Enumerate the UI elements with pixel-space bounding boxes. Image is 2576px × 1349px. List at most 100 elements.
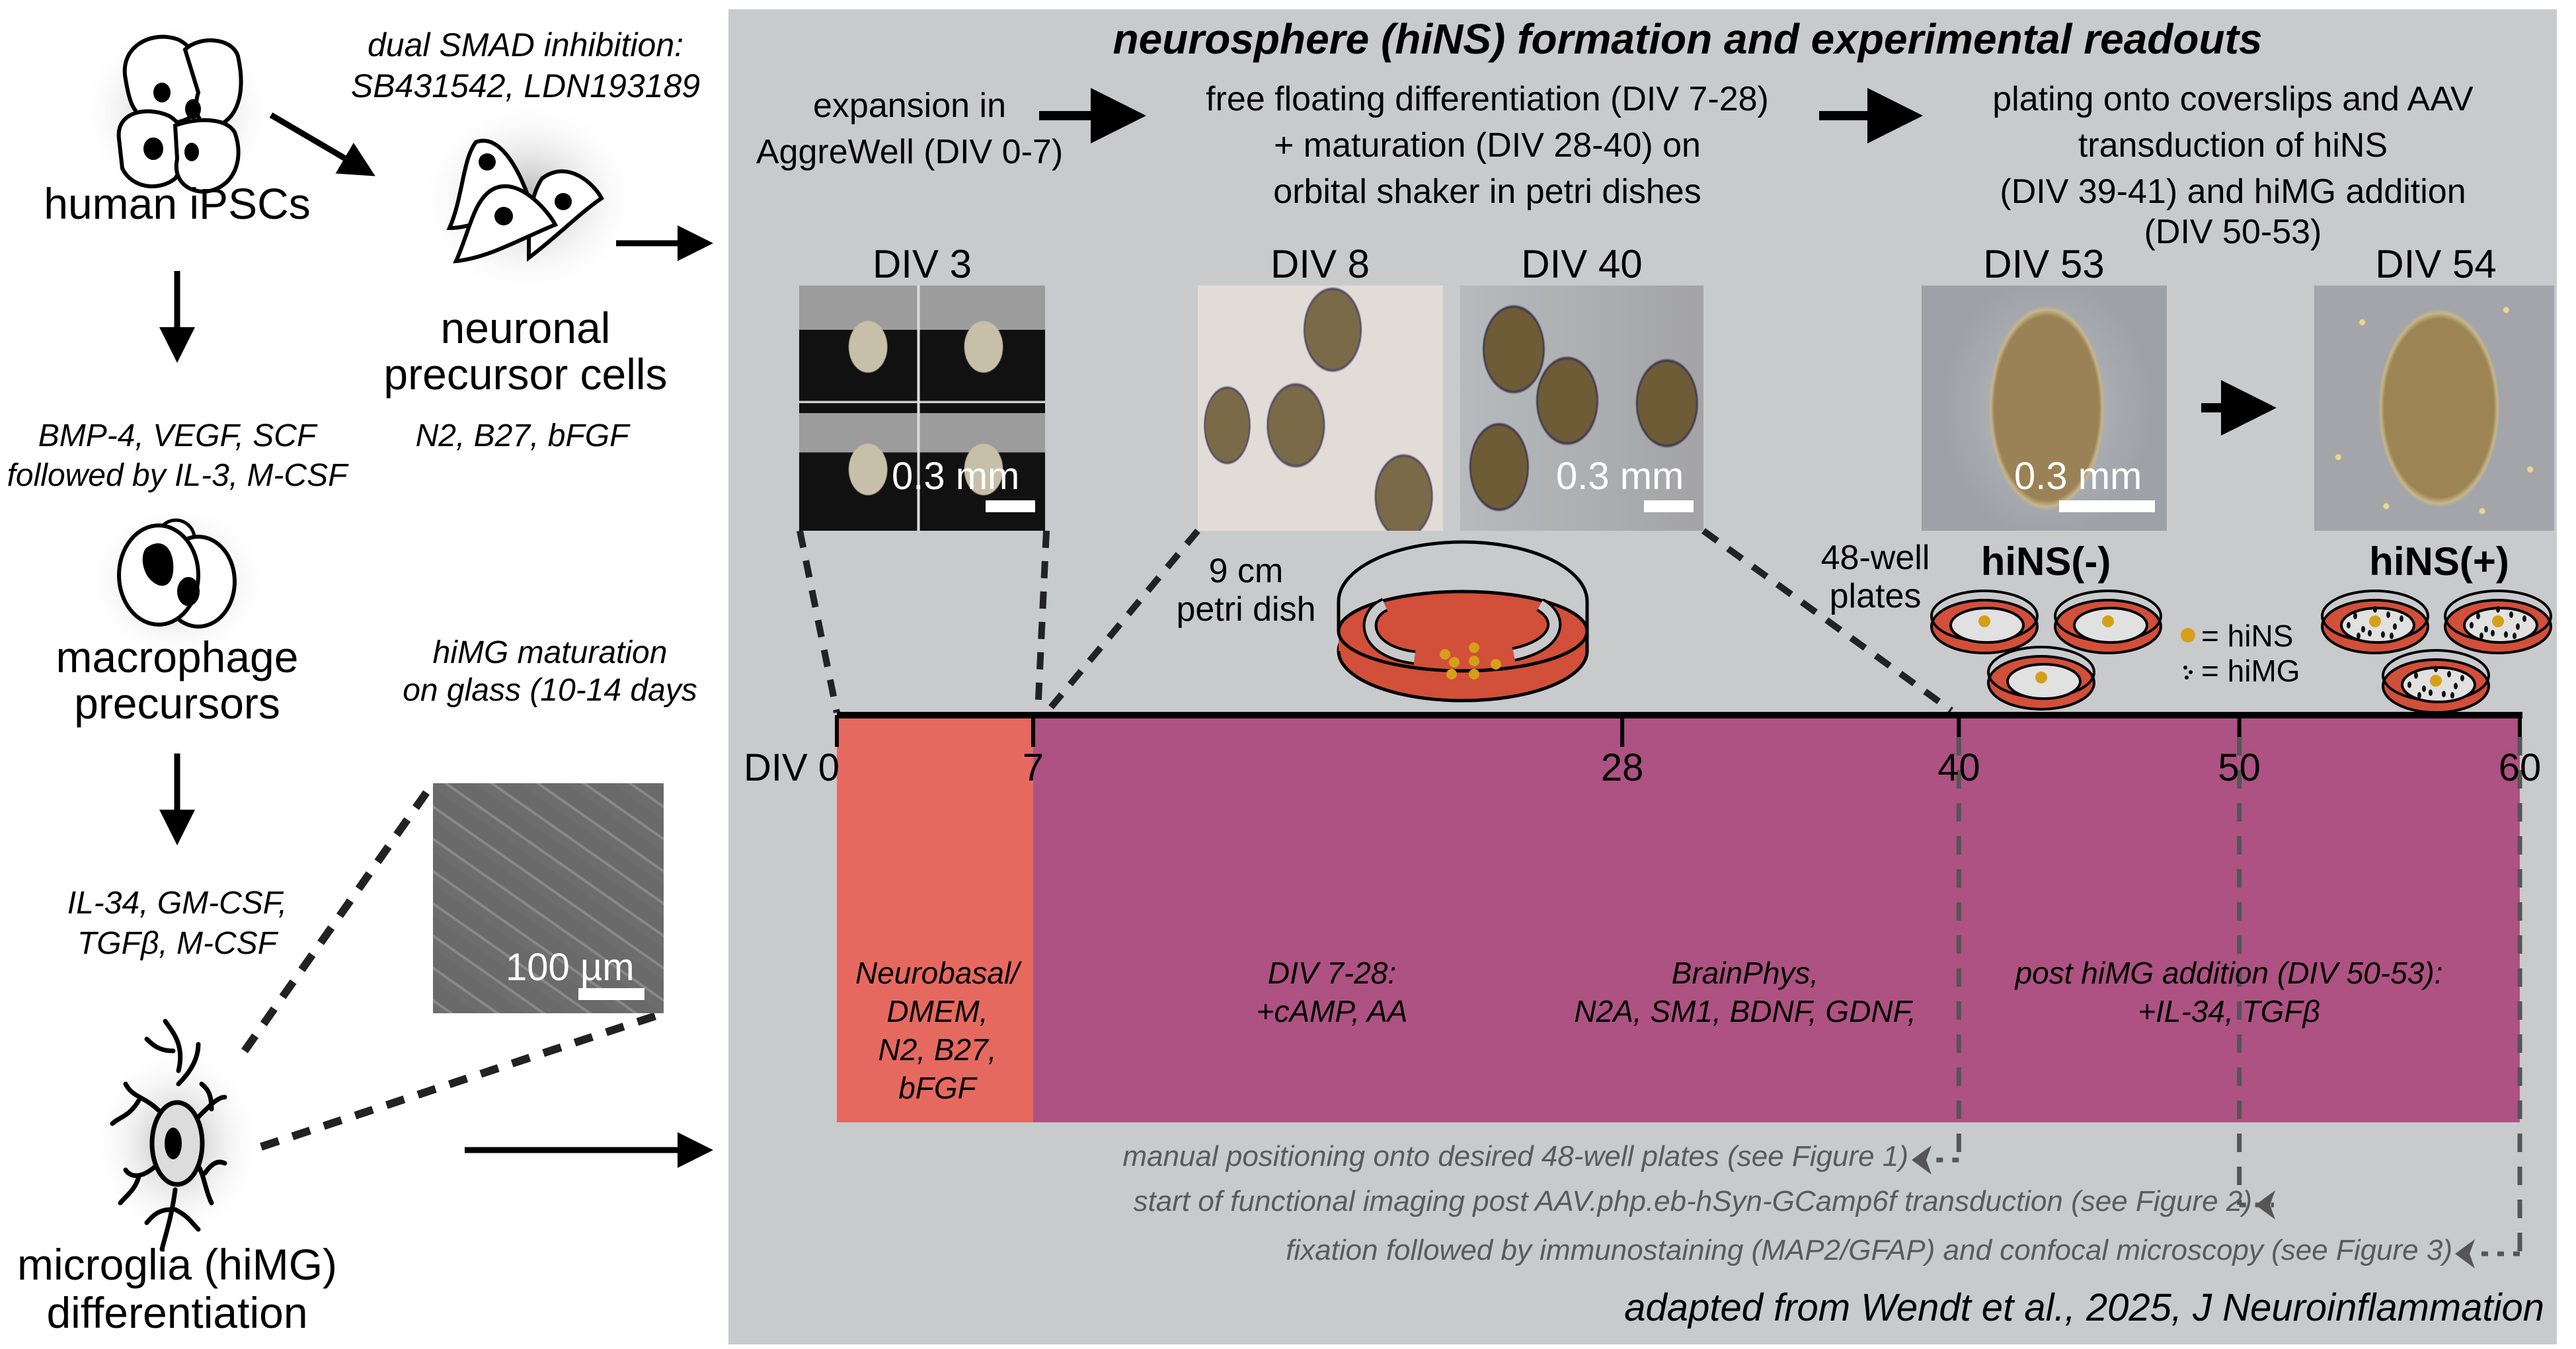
well-hins-plus-2-himg-cell-2: [2484, 626, 2488, 633]
photo-label-div40: DIV 40: [1521, 242, 1643, 286]
well-hins-plus-2-himg-cell-10: [2479, 633, 2483, 639]
phase1-media-line3: N2, B27,: [878, 1032, 997, 1067]
photo-div53-scale-bar: [2059, 500, 2155, 512]
photo-div53-plated-hins: 0.3 mm: [1922, 286, 2167, 531]
well-hins-plus-3-himg-cell-11: [2450, 692, 2454, 699]
photo-div3-scale-label: 0.3 mm: [892, 455, 1020, 498]
credit-citation: adapted from Wendt et al., 2025, J Neuro…: [1624, 1286, 2544, 1329]
zoom-line-himg-top: [241, 781, 436, 1054]
well-hins-plus-3-himg-cell-1: [2414, 672, 2418, 679]
step-differentiation-line1: free floating differentiation (DIV 7-28): [1206, 80, 1769, 118]
photo-div40-scale-bar: [1644, 500, 1694, 512]
zoom-line-himg-bottom: [260, 1009, 665, 1151]
well-hins-plus-3-hins-dot: [2430, 675, 2442, 687]
well-plate-label-line1: 48-well: [1820, 539, 1930, 577]
panel-title: neurosphere (hiNS) formation and experim…: [1112, 15, 2263, 63]
himg-maturation-line2: on glass (10-14 days: [403, 673, 697, 708]
photo-label-div3: DIV 3: [872, 242, 972, 286]
well-hins-plus-1-himg-cell-6: [2381, 631, 2385, 638]
microglia-factors-line2: TGFβ, M-CSF: [77, 926, 278, 961]
himg-scale-bar: [578, 988, 644, 1000]
well-hins-plus-3-himg-cell-10: [2417, 692, 2421, 699]
note-div7-28-line1: DIV 7-28:: [1267, 956, 1397, 990]
note-post-himg: post hiMG addition (DIV 50-53): +IL-34, …: [2015, 954, 2443, 1030]
photo-div3-aggrewell: 0.3 mm: [799, 286, 1045, 531]
timeline-tick-label-7: 7: [1022, 746, 1044, 789]
microglia-label-line2: differentiation: [46, 1288, 308, 1337]
photo-div40-spheroids: 0.3 mm: [1460, 286, 1703, 531]
well-hins-plus-1-himg-cell-7: [2347, 622, 2351, 629]
well-hins-plus-2-himg-cell-9: [2496, 606, 2500, 613]
macrophage-label-line2: precursors: [74, 679, 280, 728]
well-hins-plus-2-himg-cell-5: [2491, 630, 2495, 636]
step-plating-line3: (DIV 39-41) and hiMG addition: [2000, 173, 2466, 211]
well-plate-label-line2: plates: [1829, 577, 1922, 615]
legend-hins-dot: [2181, 628, 2195, 642]
well-hins-plus-3-himg-cell-6: [2442, 691, 2446, 697]
legend-himg-label: = hiMG: [2201, 654, 2300, 688]
well-hins-minus-3-hins-dot: [2035, 672, 2047, 683]
timeline-tick-label-28: 28: [1600, 746, 1644, 789]
phase1-media-line2: DMEM,: [886, 994, 988, 1028]
npc-factors: N2, B27, bFGF: [415, 418, 629, 453]
well-hins-plus-3-himg-cell-3: [2447, 671, 2451, 677]
well-hins-plus-3-himg-cell-9: [2434, 666, 2438, 672]
photo-label-div8: DIV 8: [1270, 242, 1370, 286]
step-expansion-line2: AggreWell (DIV 0-7): [756, 133, 1064, 171]
step-differentiation: free floating differentiation (DIV 7-28)…: [1206, 76, 1769, 215]
photo-label-div54: DIV 54: [2375, 242, 2497, 286]
well-hins-plus-1-himg-cell-2: [2361, 626, 2365, 633]
step-plating-line2: transduction of hiNS: [2078, 126, 2388, 165]
phase1-media-label: Neurobasal/ DMEM, N2, B27, bFGF: [855, 954, 1019, 1107]
well-hins-plus-1-himg-cell-4: [2393, 623, 2397, 630]
well-plate-label: 48-well plates: [1821, 539, 1930, 615]
himg-micrograph: 100 µm: [433, 783, 664, 1013]
phase1-media-line4: bFGF: [898, 1071, 976, 1105]
note-div7-28-line2: +cAMP, AA: [1256, 994, 1408, 1028]
well-hins-plus-3-himg-cell-5: [2429, 689, 2433, 696]
step-plating-line1: plating onto coverslips and AAV: [1992, 80, 2474, 118]
timeline-phase-band-1: [837, 718, 1034, 1122]
well-hins-plus-1-himg-cell-9: [2373, 606, 2377, 613]
well-hins-plus-1-himg-cell-8: [2400, 615, 2403, 622]
photo-div3-scale-bar: [986, 500, 1035, 512]
well-hins-plus-3-himg-cell-8: [2460, 675, 2464, 681]
petri-dish-label-line2: petri dish: [1176, 590, 1316, 629]
readout-figure1: manual positioning onto desired 48-well …: [1122, 1140, 1908, 1173]
step-differentiation-line2: + maturation (DIV 28-40) on: [1273, 126, 1701, 165]
petri-dish-label-line1: 9 cm: [1208, 552, 1284, 590]
microglia-label-line1: microglia (hiMG): [17, 1240, 338, 1289]
npc-label-line1: neuronal: [440, 303, 611, 352]
well-hins-plus-1-himg-cell-1: [2353, 613, 2357, 619]
note-brainphys-line2: N2A, SM1, BDNF, GDNF,: [1574, 994, 1916, 1028]
well-hins-plus-2-himg-cell-4: [2516, 623, 2520, 630]
note-brainphys: BrainPhys, N2A, SM1, BDNF, GDNF,: [1574, 954, 1916, 1030]
phase1-media-line1: Neurobasal/: [855, 956, 1020, 990]
well-hins-plus-2-himg-cell-11: [2513, 633, 2517, 639]
timeline-tick-label-60: 60: [2498, 746, 2542, 789]
well-hins-plus-3-himg-cell-4: [2454, 683, 2458, 689]
himg-scale-label: 100 µm: [506, 946, 635, 989]
step-plating-line4: (DIV 50-53): [2144, 213, 2322, 251]
photo-div53-scale-label: 0.3 mm: [2014, 455, 2142, 498]
macrophage-factors-line2: followed by IL-3, M-CSF: [7, 458, 348, 493]
timeline-tick-label-0: DIV 0: [743, 746, 839, 789]
timeline-phase-band-2: [1033, 718, 2520, 1122]
readout-arrowhead-3: [2455, 1239, 2475, 1268]
well-hins-plus-2-himg-cell-7: [2470, 622, 2474, 629]
well-plate-icons: [1930, 590, 2552, 714]
readout-arrowhead-1: [1912, 1145, 1932, 1175]
note-div7-28: DIV 7-28: +cAMP, AA: [1257, 954, 1408, 1030]
photo-label-div53: DIV 53: [1983, 242, 2105, 286]
neuronal-precursor-cells-icon: [416, 99, 641, 297]
microglia-factors-line1: IL-34, GM-CSF,: [67, 886, 288, 921]
step-expansion: expansion in AggreWell (DIV 0-7): [756, 83, 1063, 175]
step-differentiation-line3: orbital shaker in petri dishes: [1273, 173, 1701, 211]
photo-div54-hins-with-himg: [2314, 286, 2554, 531]
timeline-tick-label-50: 50: [2218, 746, 2261, 789]
smad-label-line2: SB431542, LDN193189: [350, 67, 701, 104]
macrophage-label-line1: macrophage: [56, 633, 299, 681]
step-expansion-line1: expansion in: [812, 87, 1006, 125]
